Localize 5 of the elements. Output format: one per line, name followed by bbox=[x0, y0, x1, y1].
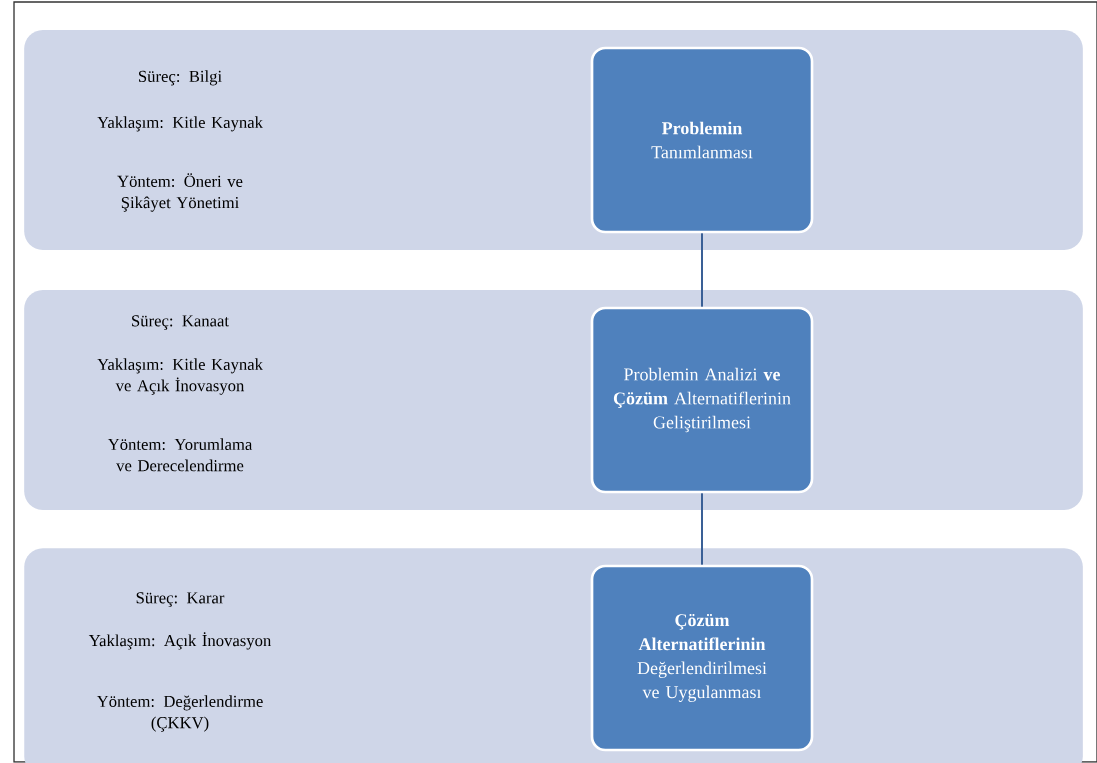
connector-line bbox=[701, 492, 703, 566]
process-box: Problemin Tanımlanması bbox=[590, 46, 814, 234]
process-box: Problemin Analizi ve Çözüm Alternatiflerinin Geliştirilmesi bbox=[590, 306, 814, 494]
connector-line bbox=[701, 232, 703, 308]
process-box: Çözüm Alternatiflerinin Değerlendirilmesi ve Uygulanması bbox=[590, 564, 814, 752]
